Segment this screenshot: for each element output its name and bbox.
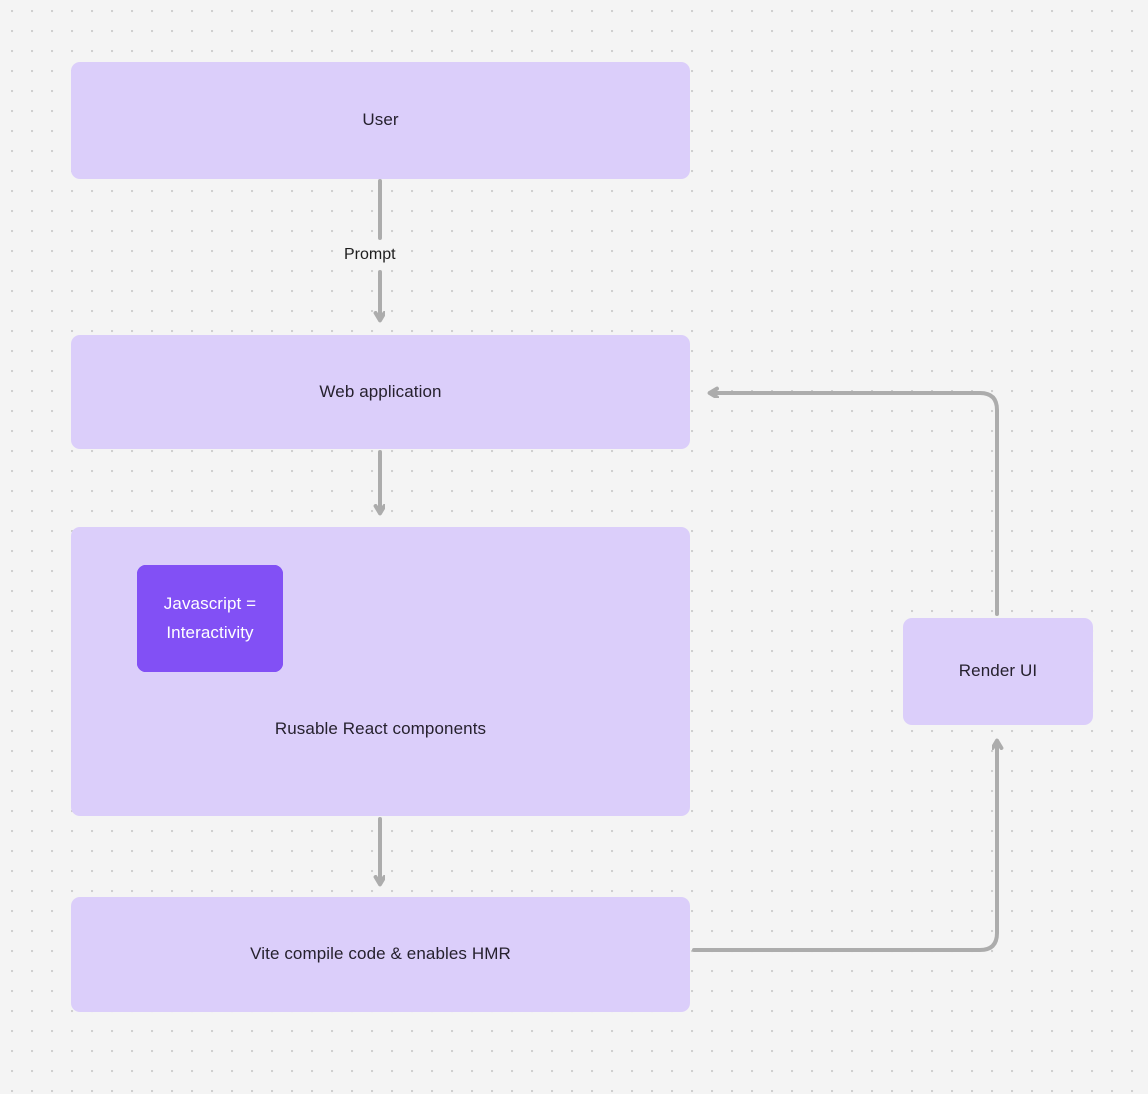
node-web-application[interactable]: Web application	[71, 335, 690, 449]
component-box-javascript[interactable]: Javascript = Interactivity	[137, 565, 283, 672]
node-user[interactable]: User	[71, 62, 690, 179]
component-box-javascript-line1: Javascript =	[163, 593, 257, 613]
node-vite[interactable]: Vite compile code & enables HMR	[71, 897, 690, 1012]
node-vite-label: Vite compile code & enables HMR	[250, 944, 511, 964]
node-render-ui[interactable]: Render UI	[903, 618, 1093, 725]
node-render-ui-label: Render UI	[958, 661, 1038, 681]
edge-render-to-webapp	[710, 393, 999, 616]
node-web-application-label: Web application	[319, 381, 442, 401]
node-user-label: User	[362, 110, 399, 130]
component-box-javascript-line2: Interactivity	[166, 622, 254, 642]
node-react-components-caption: Rusable React components	[274, 719, 487, 738]
edge-vite-to-render	[692, 741, 997, 952]
edge-label-prompt: Prompt	[344, 246, 396, 263]
node-react-components-group[interactable]: HTML = structure CSS = Styles & Layouts …	[71, 527, 690, 816]
